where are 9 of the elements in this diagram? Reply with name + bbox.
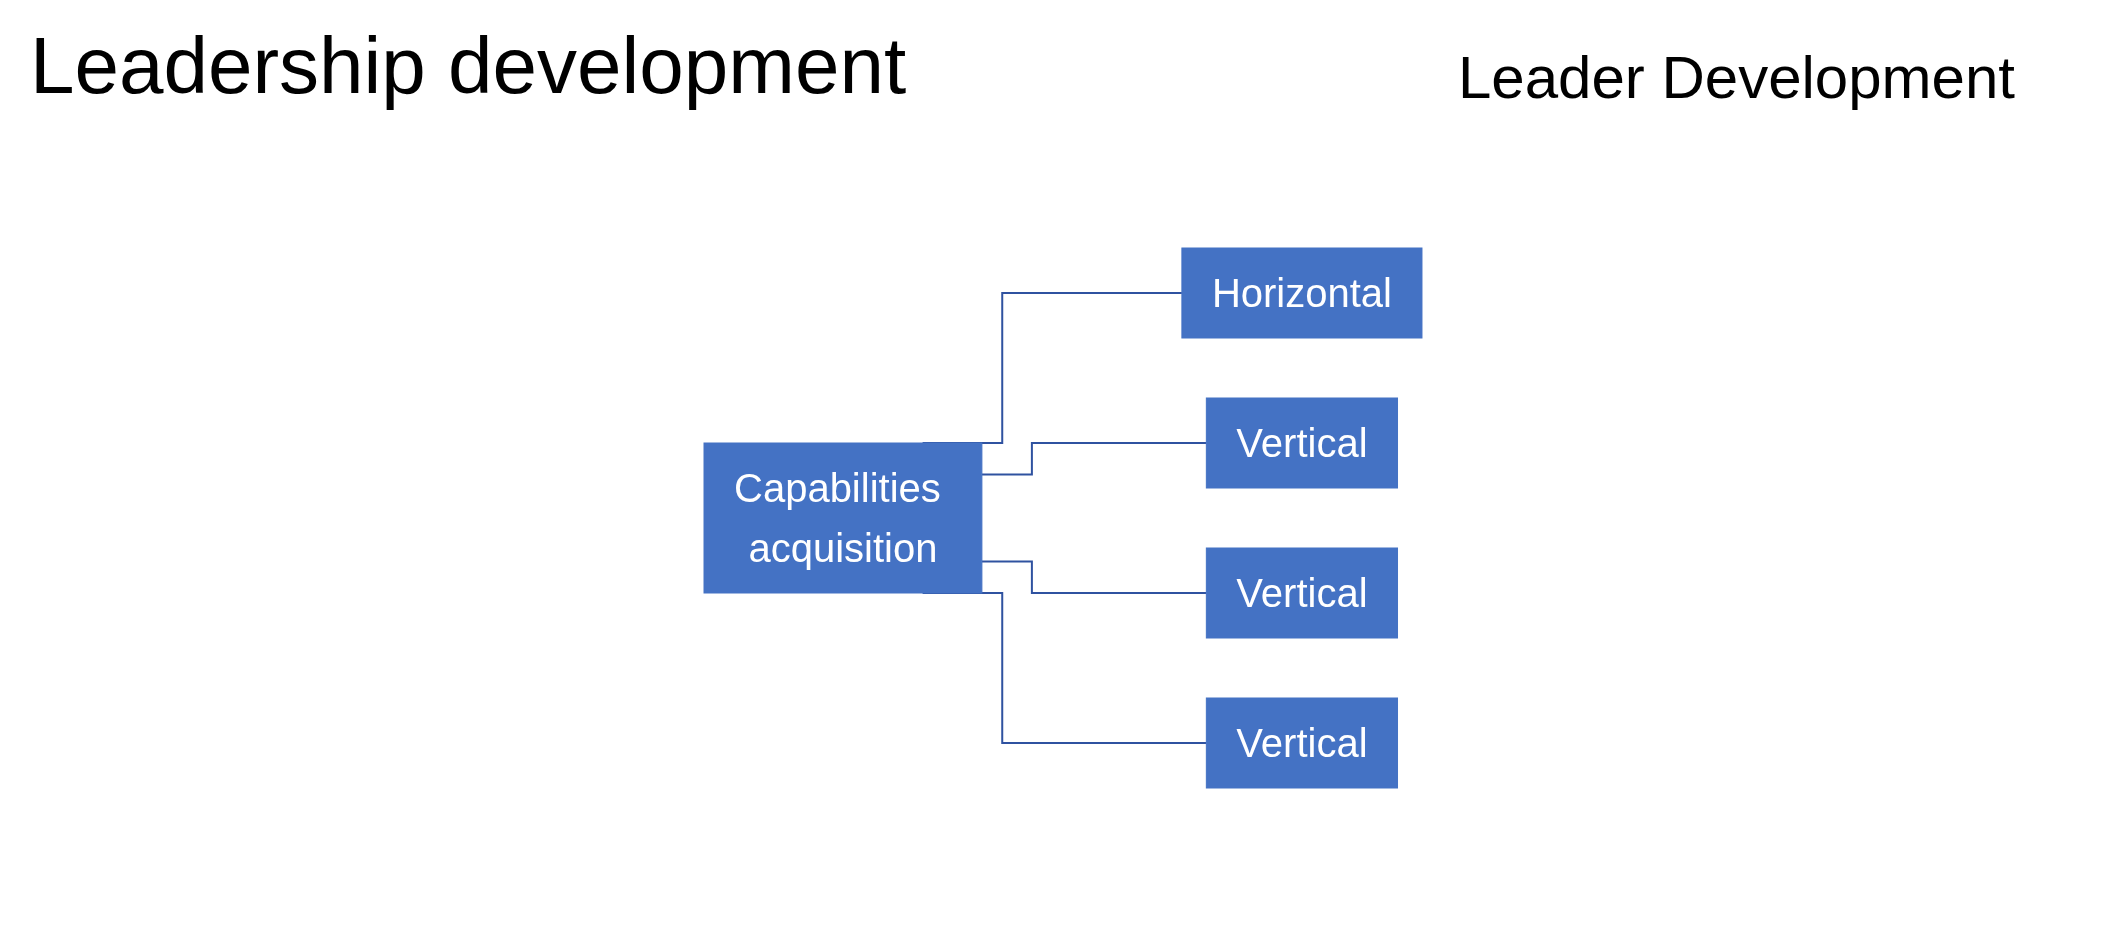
node-box: Vertical [1205,397,1398,489]
node-box: Capabilities acquisition [703,442,982,594]
diagram-title: Leadership development [30,20,907,112]
connector [980,560,1207,594]
column-heading: Leader Development [1457,43,2015,112]
node-box: Vertical [1205,547,1398,639]
connector [980,442,1207,476]
node-box: Vertical [1205,697,1398,789]
node-box: Horizontal [1180,247,1422,339]
